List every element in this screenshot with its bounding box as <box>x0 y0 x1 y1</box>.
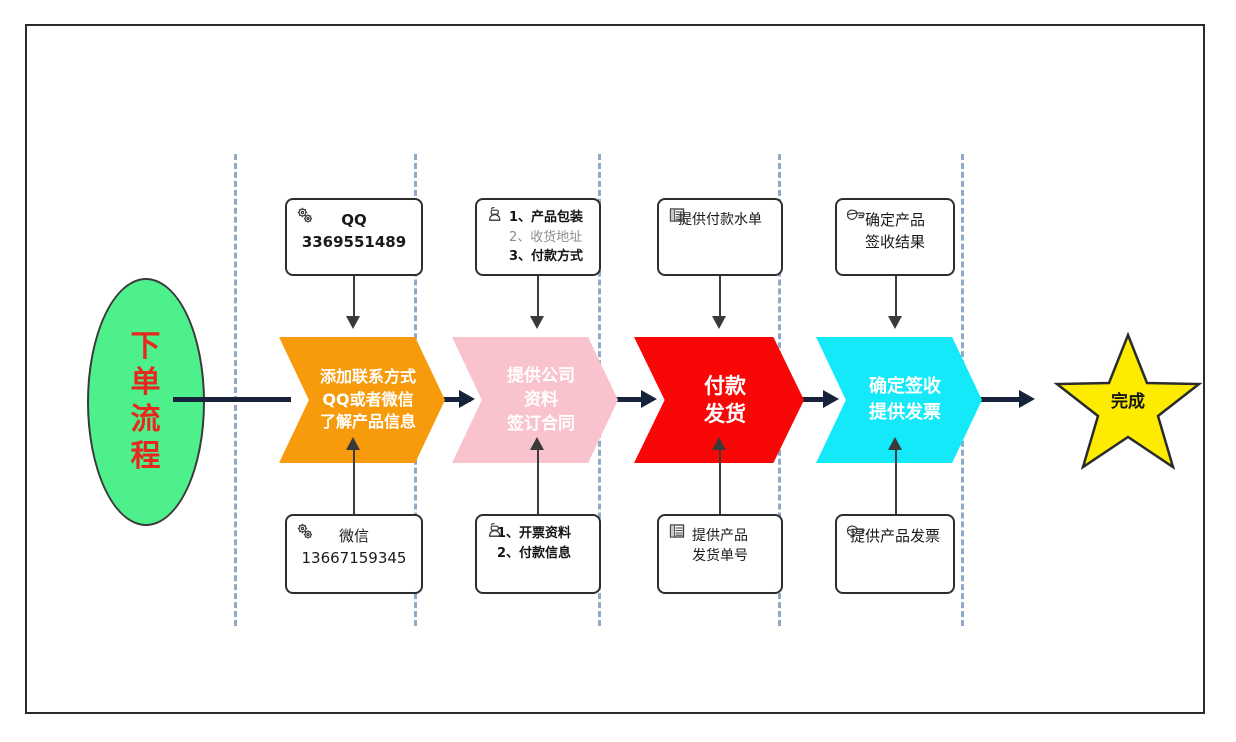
note-bottom-stage-4[interactable]: 提供产品发票 <box>835 514 955 594</box>
note-line: 2、收货地址 <box>509 229 583 245</box>
arrowhead-top-note-2 <box>530 316 544 329</box>
gears-icon <box>295 522 315 542</box>
gears-icon <box>295 206 315 226</box>
note-bottom-stage-2-lines: 1、开票资料 2、付款信息 <box>483 524 593 563</box>
connector-top-note-1 <box>353 252 355 318</box>
arrowhead-top-note-3 <box>712 316 726 329</box>
note-line: 2、付款信息 <box>497 545 572 561</box>
connector-stage4-to-end <box>957 397 1027 402</box>
arrowhead-bottom-note-1 <box>346 437 360 450</box>
note-top-stage-4-text: 确定产品 签收结果 <box>864 211 925 251</box>
process-stage-4-label: 确定签收 提供发票 <box>869 375 941 423</box>
process-stage-2-label: 提供公司 资料 签订合同 <box>507 365 575 435</box>
note-top-stage-3[interactable]: 提供付款水单 <box>657 198 783 276</box>
arrowhead-end <box>1019 390 1035 408</box>
note-line: 1、产品包装 <box>509 210 584 225</box>
process-stage-1[interactable]: 添加联系方式 QQ或者微信 了解产品信息 <box>279 337 445 463</box>
pointing-hand-icon <box>845 206 865 226</box>
start-node-label: 下单流程 <box>130 328 162 474</box>
connector-bottom-note-2 <box>537 450 539 514</box>
note-bottom-stage-4-text: 提供产品发票 <box>849 527 940 545</box>
list-document-icon <box>667 206 687 226</box>
star-shape <box>1053 331 1203 470</box>
arrowhead-top-note-1 <box>346 316 360 329</box>
note-top-stage-2[interactable]: 1、产品包装 2、收货地址 3、付款方式 <box>475 198 601 276</box>
note-line: 1、开票资料 <box>497 526 572 541</box>
arrowhead-bottom-note-3 <box>712 437 726 450</box>
diagram-frame: 下单流程 添加联系方式 QQ或者微信 了解产品信息 提供公司 资料 签订合同 付… <box>25 24 1205 714</box>
arrowhead-stage2 <box>641 390 657 408</box>
note-top-stage-2-lines: 1、产品包装 2、收货地址 3、付款方式 <box>483 208 593 267</box>
arrowhead-bottom-note-4 <box>888 437 902 450</box>
note-bottom-stage-3-text: 提供产品 发货单号 <box>692 528 748 565</box>
person-icon <box>485 206 505 226</box>
note-bottom-stage-1[interactable]: 微信 13667159345 <box>285 514 423 594</box>
connector-stage2-to-stage3 <box>593 397 651 402</box>
arrowhead-stage3 <box>823 390 839 408</box>
connector-bottom-note-1 <box>353 450 355 514</box>
note-bottom-stage-1-text: 微信 13667159345 <box>301 527 407 567</box>
lane-divider-1 <box>234 154 237 626</box>
connector-stage1-to-stage2 <box>419 397 471 402</box>
arrowhead-stage1 <box>459 390 475 408</box>
note-bottom-stage-3[interactable]: 提供产品 发货单号 <box>657 514 783 594</box>
pointing-hand-icon <box>845 522 865 542</box>
process-stage-1-label: 添加联系方式 QQ或者微信 了解产品信息 <box>319 366 416 432</box>
note-top-stage-1[interactable]: QQ 3369551489 <box>285 198 423 276</box>
start-node[interactable]: 下单流程 <box>87 278 205 526</box>
end-node-label: 完成 <box>1111 392 1145 412</box>
connector-top-note-2 <box>537 252 539 318</box>
connector-bottom-note-3 <box>719 450 721 514</box>
person-icon <box>485 522 505 542</box>
connector-bottom-note-4 <box>895 450 897 514</box>
arrowhead-bottom-note-2 <box>530 437 544 450</box>
process-stage-3-label: 付款 发货 <box>704 373 746 426</box>
note-top-stage-1-text: QQ 3369551489 <box>301 211 407 251</box>
note-line: 3、付款方式 <box>509 249 584 264</box>
arrowhead-top-note-4 <box>888 316 902 329</box>
note-top-stage-4[interactable]: 确定产品 签收结果 <box>835 198 955 276</box>
note-bottom-stage-2[interactable]: 1、开票资料 2、付款信息 <box>475 514 601 594</box>
end-node[interactable]: 完成 <box>1053 331 1203 473</box>
connector-top-note-3 <box>719 252 721 318</box>
note-top-stage-3-text: 提供付款水单 <box>678 212 762 228</box>
connector-stage3-to-stage4 <box>779 397 833 402</box>
connector-top-note-4 <box>895 252 897 318</box>
list-document-icon <box>667 522 687 542</box>
connector-start-to-stage1 <box>173 397 291 402</box>
